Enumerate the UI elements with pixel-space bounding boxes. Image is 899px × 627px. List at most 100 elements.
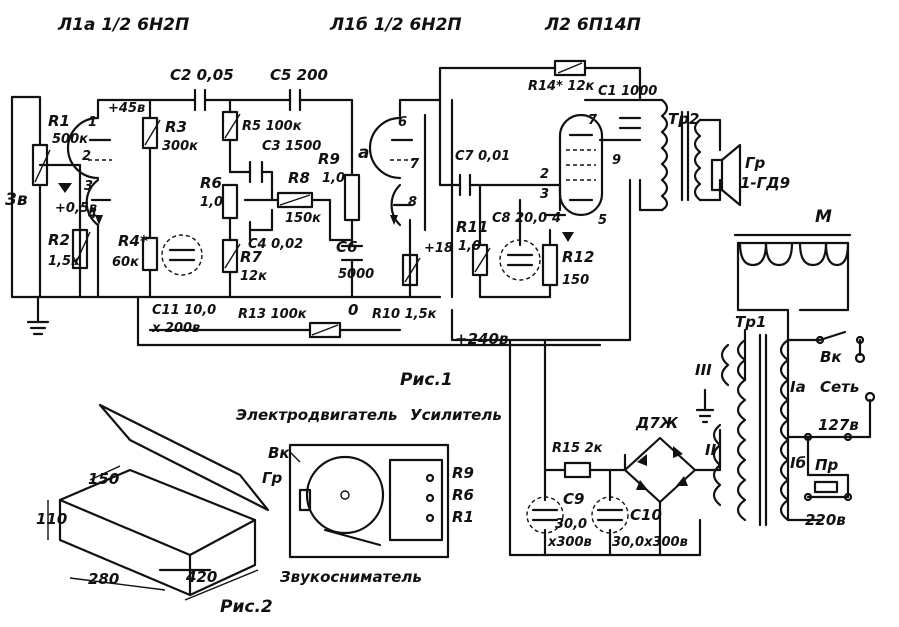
label-240v: +240в [455, 330, 508, 348]
label-05v: +0,5в [55, 201, 97, 216]
label-r4-value: 60к [112, 255, 140, 270]
resistor-r15 [563, 461, 592, 479]
resistor-r4 [141, 236, 159, 272]
capacitor-c11 [161, 234, 203, 276]
layout-label-r1: R1 [452, 508, 474, 526]
label-d7zh: Д7Ж [635, 414, 679, 432]
layout-label-vk: Вк [268, 444, 290, 462]
label-c1: C1 1000 [598, 84, 657, 99]
layout-label-amp: Усилитель [410, 406, 502, 424]
label-c11: C11 10,0 [152, 303, 216, 318]
layout-label-r9: R9 [452, 464, 474, 482]
layout-label-pickup: Звукосниматель [280, 568, 422, 586]
label-c5: C5 200 [270, 66, 328, 84]
label-r5: R5 100к [242, 119, 303, 134]
pin-l2-9: 9 [612, 153, 621, 168]
dim-110: 110 [36, 510, 67, 528]
resistors [31, 59, 592, 479]
pin-1: 1 [88, 115, 97, 130]
label-45v: +45в [108, 101, 145, 116]
layout-plan [288, 443, 450, 559]
pin-6: 6 [398, 115, 407, 130]
label-vk: Вк [820, 348, 842, 366]
label-pr: Пр [815, 456, 839, 474]
label-c10-value: 30,0x300в [612, 535, 688, 550]
pin-3: 3 [84, 179, 93, 194]
label-c3: C3 1500 [262, 139, 321, 154]
label-c4: C4 0,02 [248, 237, 303, 252]
label-r6: R6 [200, 174, 222, 192]
label-c9: C9 [563, 490, 584, 508]
resistor-r12 [541, 243, 559, 287]
capacitor-c10 [591, 496, 629, 534]
label-c2: C2 0,05 [170, 66, 234, 84]
resistor-r7 [221, 238, 239, 274]
resistor-r11 [471, 243, 489, 277]
label-r12-value: 150 [562, 273, 589, 288]
capacitors [161, 88, 642, 534]
label-set: Сеть [820, 378, 859, 396]
label-r3-value: 300к [162, 139, 199, 154]
label-c10: C10 [630, 506, 662, 524]
pin-l2-7: 7 [588, 113, 598, 128]
label-r3: R3 [165, 118, 187, 136]
schematic-labels: C2 0,05 C5 200 R14* 12к C1 1000 Тр2 Гр 1… [48, 66, 859, 550]
label-tr2: Тр2 [668, 110, 699, 128]
pin-8: 8 [408, 195, 417, 210]
dim-420: 420 [185, 568, 217, 586]
label-r7: R7 [240, 248, 263, 266]
pin-7: 7 [410, 157, 420, 172]
label-node-a: а [358, 143, 369, 163]
label-18v: +18 [424, 241, 453, 256]
pin-l2-2: 2 [540, 167, 549, 182]
tube-l1b [368, 116, 414, 227]
label-speaker: 1-ГД9 [740, 174, 790, 192]
tube-l1a-label: Л1а 1/2 6Н2П [57, 15, 189, 35]
output-transformer [660, 98, 702, 212]
pin-numbers: 1 2 3 4 6 7 8 2 3 4 5 7 9 [82, 113, 621, 228]
label-c6-value: 5000 [338, 267, 374, 282]
case-drawing [47, 403, 270, 601]
power-transformer [712, 333, 790, 527]
label-winding-ii: II [705, 441, 717, 459]
resistor-r2 [71, 228, 89, 270]
tube-l2-label: Л2 6П14П [544, 15, 641, 35]
motor-m-coils [738, 241, 850, 267]
label-r4: R4* [118, 232, 148, 250]
label-winding-ia: Iа [790, 378, 806, 396]
rectifier-diodes [636, 446, 688, 490]
layout-label-gr: Гр [262, 469, 283, 487]
label-c9-voltage: x300в [547, 535, 592, 550]
resistor-r5 [221, 110, 239, 142]
resistor-r6 [221, 183, 239, 220]
pin-2: 2 [82, 149, 91, 164]
label-r1: R1 [48, 112, 70, 130]
label-220v: 220в [805, 511, 846, 529]
label-r11-value: 1,0 [458, 239, 481, 254]
resistor-r1 [31, 143, 49, 187]
label-motor-m: М [815, 207, 832, 227]
label-r2: R2 [48, 231, 70, 249]
label-tr1: Тр1 [735, 313, 766, 331]
label-r12: R12 [562, 248, 594, 266]
tube-l1b-label: Л1б 1/2 6Н2П [329, 15, 462, 35]
caption-fig1: Рис.1 [400, 370, 453, 390]
pin-l2-5: 5 [598, 213, 607, 228]
label-r14: R14* 12к [528, 79, 596, 94]
label-c11-value: x 200в [151, 321, 200, 336]
label-r15: R15 2к [552, 441, 604, 456]
tube-l2 [558, 113, 604, 217]
pin-l2-3: 3 [540, 187, 549, 202]
resistor-r10 [401, 253, 419, 287]
resistor-r9 [343, 173, 361, 222]
label-r9: R9 [318, 150, 340, 168]
dim-150: 150 [88, 470, 119, 488]
label-c7: C7 0,01 [455, 149, 510, 164]
label-winding-iii: III [695, 361, 712, 379]
label-r10: R10 1,5к [372, 307, 438, 322]
label-3v: 3в [5, 190, 28, 210]
resistor-r3 [141, 116, 159, 150]
capacitor-c9 [526, 496, 564, 534]
label-r1-value: 500к [52, 132, 89, 147]
